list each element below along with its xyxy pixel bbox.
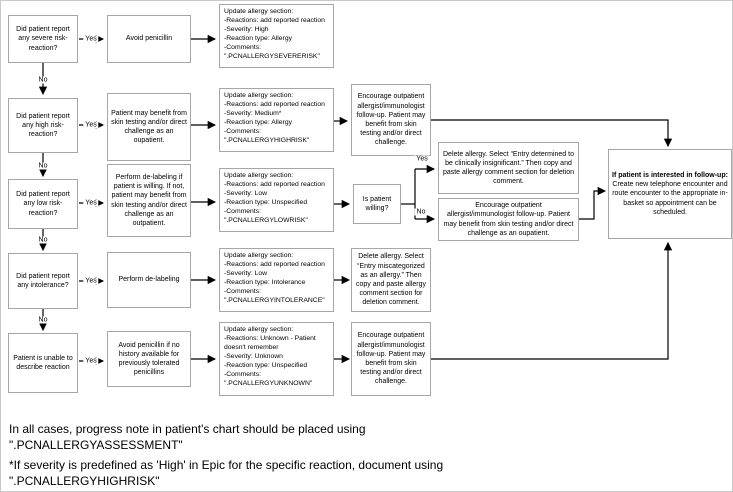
no-label-low: No	[36, 236, 50, 244]
action-box-avoid-no-history: Avoid penicillin if no history available…	[107, 331, 191, 387]
final-followup-box: If patient is interested in follow-up: C…	[608, 149, 732, 239]
update-allergy-box-low: Update allergy section: -Reactions: add …	[219, 168, 334, 232]
no-label-severe: No	[36, 76, 50, 84]
action-box-delabel-willing: Perform de-labeling if patient is willin…	[107, 164, 191, 237]
note-all-cases: In all cases, progress note in patient's…	[9, 422, 366, 453]
followup-box-high-risk: Encourage outpatient allergist/immunolog…	[351, 84, 431, 156]
yes-label-severe: Yes	[83, 35, 99, 43]
final-followup-rest: Create new telephone encounter and route…	[612, 181, 728, 216]
arrow-followup-low-to-final	[579, 186, 607, 220]
question-box-low-risk: Did patient report any low risk-reaction…	[8, 179, 78, 229]
arrow-followup-unknown-to-final	[431, 241, 673, 360]
willing-no-label: No	[414, 208, 428, 216]
question-box-severe-risk: Did patient report any severe risk-react…	[8, 15, 78, 63]
action-box-delabel: Perform de-labeling	[107, 252, 191, 308]
update-allergy-box-high: Update allergy section: -Reactions: add …	[219, 88, 334, 152]
final-followup-lead: If patient is interested in follow-up:	[612, 171, 728, 179]
delete-allergy-box-insignificant: Delete allergy. Select “Entry determined…	[438, 142, 579, 194]
question-box-high-risk: Did patient report any high risk-reactio…	[8, 98, 78, 153]
yes-label-intolerance: Yes	[83, 277, 99, 285]
willing-yes-label: Yes	[414, 155, 430, 163]
update-allergy-box-severe: Update allergy section: -Reactions: add …	[219, 4, 334, 68]
action-box-avoid-penicillin: Avoid penicillin	[107, 15, 191, 63]
no-label-intolerance: No	[36, 316, 50, 324]
question-box-unable: Patient is unable to describe reaction	[8, 333, 78, 393]
followup-box-unknown: Encourage outpatient allergist/immunolog…	[351, 322, 431, 396]
action-box-skin-testing: Patient may benefit from skin testing an…	[107, 93, 191, 161]
yes-label-unknown: Yes	[83, 357, 99, 365]
followup-box-low-risk: Encourage outpatient allergist/immunolog…	[438, 198, 579, 241]
decision-box-is-patient-willing: Is patient willing?	[353, 184, 401, 224]
yes-label-high: Yes	[83, 121, 99, 129]
delete-allergy-box-miscategorized: Delete allergy. Select “Entry miscategor…	[351, 248, 431, 312]
yes-label-low: Yes	[83, 199, 99, 207]
note-severity-high: *If severity is predefined as 'High' in …	[9, 458, 444, 489]
no-label-high: No	[36, 162, 50, 170]
update-allergy-box-intolerance: Update allergy section: -Reactions: add …	[219, 248, 334, 312]
question-box-intolerance: Did patient report any intolerance?	[8, 253, 78, 309]
final-followup-text: If patient is interested in follow-up: C…	[612, 171, 728, 217]
update-allergy-box-unknown: Update allergy section: -Reactions: Unkn…	[219, 322, 334, 396]
